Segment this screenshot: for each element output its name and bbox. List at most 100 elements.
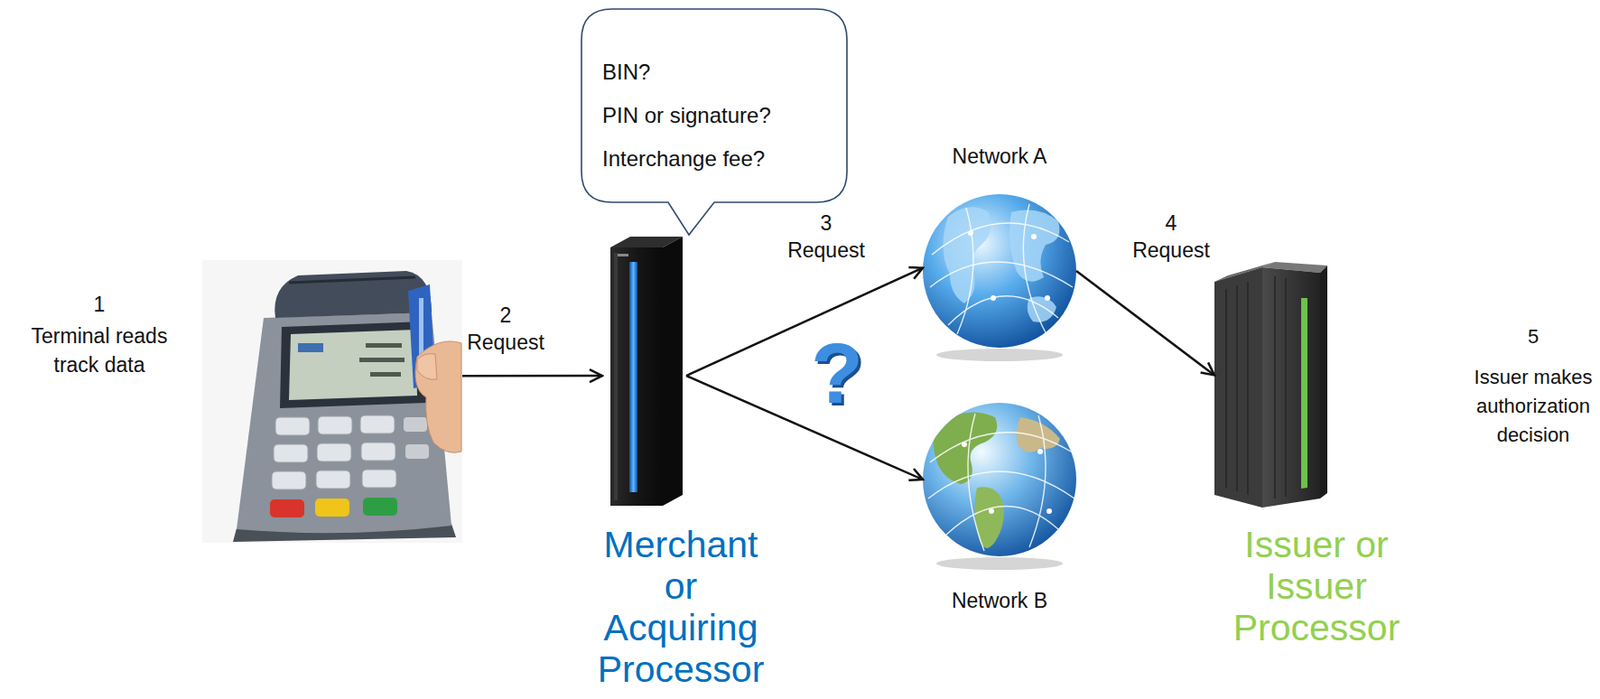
- network-arc: [930, 432, 1071, 463]
- key: [275, 417, 310, 436]
- photo-ground: [202, 260, 463, 543]
- screen-mark: [365, 343, 402, 348]
- network-arc: [1029, 415, 1046, 548]
- cabinet-left: [1214, 267, 1263, 508]
- function-key: [403, 417, 428, 432]
- callout-question: PIN or signature?: [602, 93, 772, 138]
- key: [317, 416, 353, 435]
- network-lines: [928, 413, 1075, 551]
- screen-mark: [359, 357, 405, 363]
- globe-sphere: [922, 402, 1077, 557]
- key: [273, 444, 308, 463]
- server-tower: [610, 236, 683, 506]
- grille-line: [1246, 281, 1249, 495]
- network-arc: [957, 207, 974, 335]
- key: [316, 470, 351, 489]
- key: [271, 471, 307, 490]
- continent: [1015, 417, 1061, 453]
- globe-shadow: [936, 557, 1063, 570]
- screen-mark: [370, 372, 401, 377]
- tower-light: [629, 261, 638, 493]
- hand: [415, 341, 462, 453]
- grille-line: [1284, 278, 1287, 497]
- enter-key: [362, 497, 398, 516]
- cabinet-grille: [1226, 276, 1286, 499]
- network-arc: [928, 471, 1075, 499]
- tower-front: [610, 247, 663, 506]
- network-lines: [930, 204, 1073, 336]
- network-arc: [931, 223, 1070, 255]
- network-dot: [1044, 295, 1051, 301]
- terminal-printer: [274, 270, 432, 318]
- node-title: Merchant or Acquiring Processor: [597, 523, 765, 690]
- tower-side: [662, 236, 683, 506]
- continent: [933, 412, 998, 484]
- clear-key: [315, 498, 350, 517]
- network-dot: [1046, 508, 1052, 514]
- grille-line: [1225, 288, 1228, 488]
- network-name: Network A: [952, 142, 1048, 170]
- key: [362, 469, 397, 488]
- network-globe: Network A: [922, 194, 1077, 348]
- callout-shape: [581, 9, 847, 235]
- key: [360, 415, 395, 434]
- step-caption: Terminal reads track data: [25, 321, 175, 380]
- network-dot: [988, 508, 995, 514]
- network-arc: [930, 261, 1073, 288]
- terminal-node: 1Terminal reads track data: [202, 260, 463, 543]
- key: [316, 443, 352, 462]
- mainframe: [1214, 261, 1328, 508]
- callout-question: Interchange fee?: [602, 137, 772, 181]
- tower-bevel: [613, 252, 618, 501]
- node-title: Issuer or Issuer Processor: [1233, 523, 1401, 649]
- callout-bubble: BIN?PIN or signature?Interchange fee?: [581, 9, 847, 203]
- network-dot: [961, 441, 968, 447]
- step-number: 1: [93, 290, 106, 318]
- cabinet-light: [1301, 297, 1308, 489]
- tower-badge: [617, 253, 629, 257]
- globe-shadow: [936, 348, 1063, 362]
- step-caption: Issuer makes authorization decision: [1471, 362, 1595, 450]
- request-arrow: [686, 268, 923, 377]
- network-globe-art: [922, 402, 1077, 570]
- connector-group: [462, 268, 1215, 480]
- key: [361, 442, 396, 461]
- network-dot: [1037, 448, 1043, 455]
- network-name: Network B: [951, 586, 1048, 614]
- issuer-mainframe: Issuer or Issuer Processor5Issuer makes …: [1214, 260, 1328, 511]
- grille-line: [1236, 285, 1238, 492]
- terminal-screen: [288, 329, 418, 400]
- network-dot: [1031, 233, 1037, 240]
- continent: [974, 486, 1004, 549]
- cabinet-side: [1320, 265, 1328, 499]
- screen-bezel: [279, 321, 427, 409]
- question-mark: ?: [810, 330, 864, 417]
- network-arc: [946, 505, 1059, 535]
- callout-text-block: BIN?PIN or signature?Interchange fee?: [602, 50, 772, 181]
- edge-label: 3 Request: [787, 209, 866, 264]
- network-arc: [1023, 204, 1048, 336]
- callout-question: BIN?: [602, 50, 772, 94]
- cancel-key: [269, 499, 305, 518]
- network-dot: [967, 230, 974, 236]
- continent: [1009, 210, 1060, 282]
- function-key: [405, 444, 429, 459]
- pos-terminal: [202, 260, 463, 543]
- request-arrow: [686, 375, 923, 480]
- network-arc: [967, 413, 985, 551]
- keypad: [269, 415, 429, 518]
- screen-logo: [297, 343, 324, 353]
- globe-land: [942, 206, 1060, 322]
- network-globe-art: [922, 194, 1077, 362]
- edge-label: 4 Request: [1132, 209, 1210, 264]
- thumb: [417, 353, 438, 381]
- grille-line: [1274, 276, 1276, 499]
- paper-slot: [288, 277, 416, 283]
- continent: [942, 206, 991, 304]
- network-arc: [948, 296, 1059, 326]
- step-number: 5: [1527, 323, 1539, 351]
- request-arrow: [1076, 270, 1215, 375]
- network-globe: Network B: [922, 402, 1077, 557]
- request-arrow: [462, 374, 603, 378]
